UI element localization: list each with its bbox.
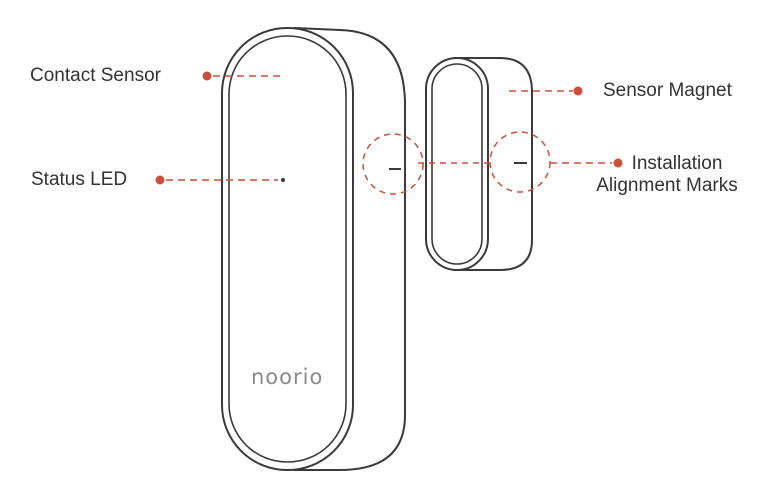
status-led-dot <box>281 178 285 182</box>
sensor-magnet-bevel <box>431 63 483 265</box>
sensor-magnet-front <box>425 57 489 271</box>
alignment-callout-dot-icon <box>613 158 623 168</box>
installation-label-line1: Installation <box>631 153 723 174</box>
contact-sensor-bevel <box>228 35 347 463</box>
installation-alignment-label: Installation Alignment Marks <box>584 153 750 197</box>
sensor-magnet-callout-dot-icon <box>573 86 583 96</box>
sensor-magnet-label: Sensor Magnet <box>603 80 732 101</box>
status-led-callout-dot-icon <box>155 175 165 185</box>
contact-sensor-label: Contact Sensor <box>30 65 161 86</box>
contact-sensor-callout-dot-icon <box>202 71 212 81</box>
contact-sensor-front <box>221 27 354 471</box>
brand-logo: noorio <box>251 365 324 389</box>
status-led-label: Status LED <box>31 169 128 190</box>
sensor-alignment-circle <box>362 133 424 195</box>
magnet-alignment-circle <box>489 131 551 193</box>
installation-label-line2: Alignment Marks <box>596 175 738 196</box>
